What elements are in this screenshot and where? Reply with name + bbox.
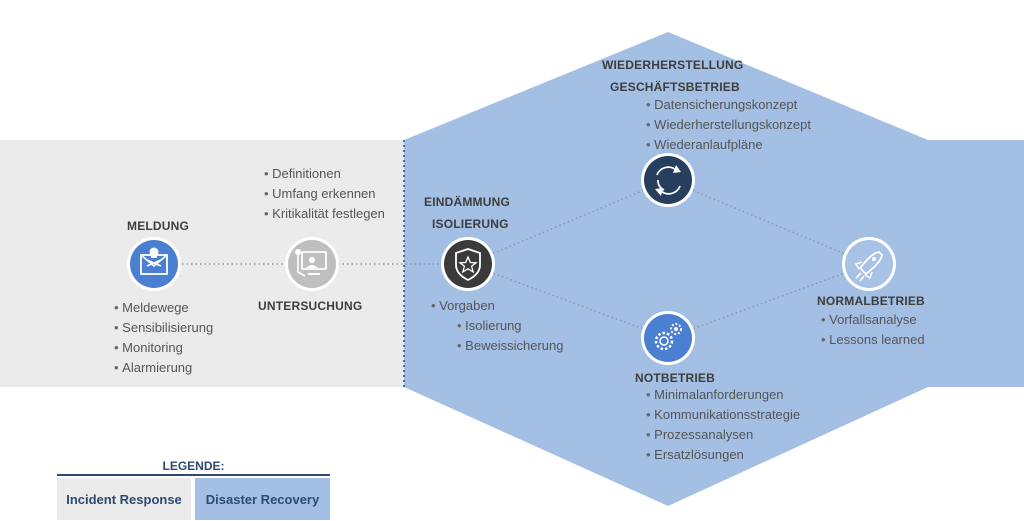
badge-star-icon [441,237,495,291]
notbetrieb-list: Minimalanforderungen Kommunikationsstrat… [646,385,800,465]
wiederherstellung-list: Datensicherungskonzept Wiederherstellung… [646,95,811,155]
list-item: Kritikalität festlegen [264,204,385,224]
phase-subtitle-geschaeftsbetrieb: GESCHÄFTSBETRIEB [610,80,740,94]
phase-title-normalbetrieb: NORMALBETRIEB [817,294,925,308]
list-item: Alarmierung [114,358,213,378]
list-item: Monitoring [114,338,213,358]
list-item: Beweissicherung [431,336,563,356]
disaster-recovery-area [404,32,1024,506]
mail-skull-icon [127,237,181,291]
list-item: Prozessanalysen [646,425,800,445]
list-item: Wiederherstellungskonzept [646,115,811,135]
legend-title: LEGENDE: [162,459,225,473]
recycle-arrows-icon [641,153,695,207]
list-item: Minimalanforderungen [646,385,800,405]
rocket-icon [842,237,896,291]
legend-disaster-recovery: Disaster Recovery [195,478,330,520]
list-item: Vorgaben [431,296,563,316]
legend-divider [57,474,330,476]
list-item: Lessons learned [821,330,924,350]
list-item: Meldewege [114,298,213,318]
list-item: Kommunikationsstrategie [646,405,800,425]
list-item: Umfang erkennen [264,184,385,204]
list-item: Datensicherungskonzept [646,95,811,115]
gears-icon [641,311,695,365]
list-item: Vorfallsanalyse [821,310,925,330]
list-item: Sensibilisierung [114,318,213,338]
normalbetrieb-list: Vorfallsanalyse Lessons learned [821,310,925,350]
list-item: Isolierung [431,316,563,336]
list-item: Definitionen [264,164,385,184]
phase-title-eindaemmung: EINDÄMMUNG [424,195,510,209]
list-item: Wiederanlaufpläne [646,135,811,155]
phase-title-wiederherstellung: WIEDERHERSTELLUNG [602,58,744,72]
phase-title-meldung: MELDUNG [127,219,190,233]
untersuchung-list: Definitionen Umfang erkennen Kritikalitä… [264,164,385,224]
phase-subtitle-isolierung: ISOLIERUNG [432,217,509,231]
phase-title-untersuchung: UNTERSUCHUNG [258,299,363,313]
computer-investigation-icon [285,237,339,291]
list-item: Ersatzlösungen [646,445,800,465]
phase-title-notbetrieb: NOTBETRIEB [635,371,715,385]
legend-incident-response: Incident Response [57,478,191,520]
meldung-list: Meldewege Sensibilisierung Monitoring Al… [114,298,213,378]
process-connectors [182,179,870,339]
eindaemmung-list: Vorgaben Isolierung Beweissicherung [431,296,563,356]
